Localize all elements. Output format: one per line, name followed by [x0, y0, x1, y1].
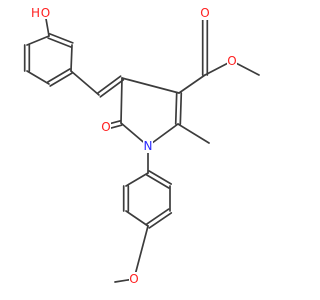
exocyclic-alkene-bond-b: [96, 75, 122, 95]
phenol-ring-bond: [26, 35, 50, 46]
phenol-ring-bond-a: [46, 68, 71, 83]
ester-ether-oxygen: O: [227, 54, 237, 68]
phenol-ring-bond-a: [47, 37, 73, 48]
bond-layer: [23, 12, 260, 283]
exocyclic-alkene-bond-a: [99, 78, 125, 98]
ring-n-label: N: [144, 139, 153, 153]
ketone-o-label: O: [101, 120, 110, 134]
ketone-oxygen: O: [101, 120, 111, 134]
anisole-ring-bond-b: [148, 212, 173, 229]
phenol-ring-bond: [70, 44, 73, 72]
hydroxyl-group: H O: [31, 6, 50, 20]
ester-carbonyl-o-label: O: [200, 6, 209, 20]
anisole-ring-bond: [125, 172, 149, 187]
molecule-structure: H O O O O N O: [23, 6, 260, 286]
ring-nitrogen: N: [143, 139, 153, 153]
anisole-ring-bond-a: [145, 208, 170, 225]
phenol-ring-bond: [26, 70, 50, 85]
methoxy-bond: [133, 225, 149, 280]
pyrrole-ring-bond: [120, 77, 123, 124]
pyrrole-ring-bond-b: [179, 92, 183, 125]
benzylidene-bond: [70, 70, 100, 96]
anisole-ring-bond-a: [145, 174, 170, 189]
methyl-bond: [177, 123, 210, 144]
phenol-ring-bond-b: [48, 33, 74, 44]
atom-label-layer: H O O O O N O: [31, 6, 237, 286]
ester-carbonyl-oxygen: O: [200, 6, 210, 20]
pyrrole-ring-bond: [121, 77, 180, 94]
methoxy-o-label: O: [129, 272, 138, 286]
phenol-ring-bond-b: [49, 72, 74, 87]
ester-ether-o-label: O: [227, 54, 236, 68]
ester-bond: [178, 74, 206, 94]
anisole-ring-bond-b: [148, 170, 173, 185]
hydroxyl-o-label: O: [41, 6, 50, 20]
hydroxyl-h-label: H: [31, 6, 40, 20]
anisole-ring-bond: [125, 210, 149, 227]
methoxy-oxygen: O: [129, 272, 139, 286]
pyrrole-ring-bond-a: [174, 92, 178, 125]
